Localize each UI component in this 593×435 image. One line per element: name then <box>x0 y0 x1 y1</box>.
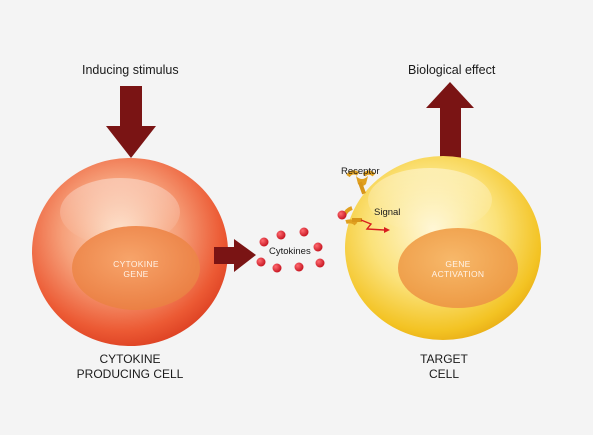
cytokine-gene-nucleus <box>72 226 200 310</box>
cytokine-release-arrow <box>214 239 256 272</box>
gene-activation-nucleus <box>398 228 518 308</box>
receptor-label: Receptor <box>341 166 380 177</box>
cytokine-dot <box>276 230 286 240</box>
gene-activation-label: GENE ACTIVATION <box>431 259 485 279</box>
cytokines-label: Cytokines <box>269 246 311 257</box>
cytokine-dot <box>299 227 309 237</box>
inducing-stimulus-arrow <box>106 86 156 158</box>
cytokine-producing-cell-label: CYTOKINE PRODUCING CELL <box>76 352 184 381</box>
bound-receptor-icon <box>337 206 362 226</box>
signal-label: Signal <box>374 207 401 218</box>
cytokine-dot <box>259 237 269 247</box>
cytokine-dot <box>313 242 323 252</box>
cytokine-dot <box>294 262 304 272</box>
bound-cytokine-dot <box>337 210 347 220</box>
inducing-stimulus-label: Inducing stimulus <box>82 63 179 77</box>
cytokine-dot <box>272 263 282 273</box>
biological-effect-arrow <box>426 82 474 162</box>
signal-arrow-icon <box>360 219 390 233</box>
cytokine-producing-cell <box>32 158 228 346</box>
biological-effect-label: Biological effect <box>408 63 496 77</box>
target-cell <box>345 156 541 340</box>
cytokine-dots <box>256 227 325 273</box>
cytokine-gene-label: CYTOKINE GENE <box>113 259 159 279</box>
target-cell-label: TARGET CELL <box>420 352 468 381</box>
cytokine-dot <box>315 258 325 268</box>
cytokine-dot <box>256 257 266 267</box>
receptor-icon <box>346 170 376 195</box>
